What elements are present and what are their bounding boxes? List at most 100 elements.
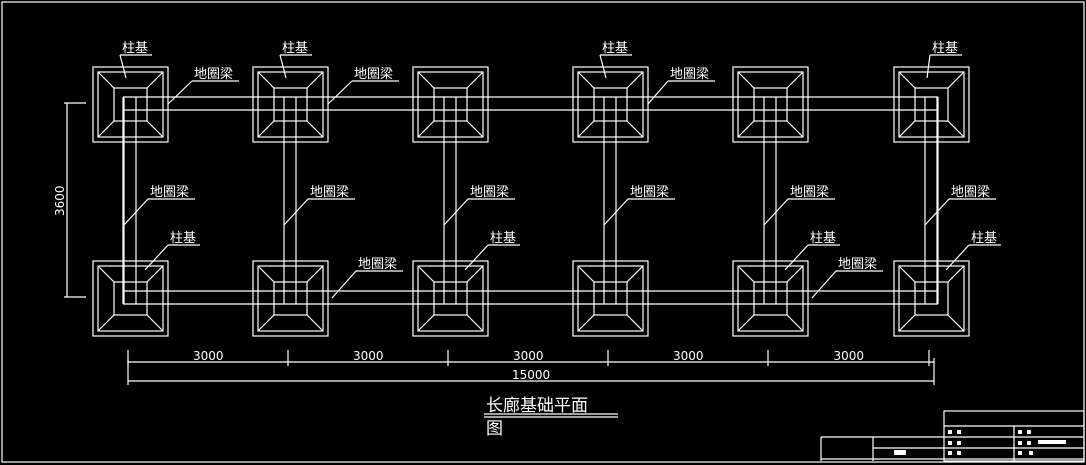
beam-label: 地圈梁	[811, 257, 883, 299]
footing-outer	[92, 66, 169, 143]
dim-vertical-text: 3600	[53, 185, 67, 216]
title-block	[820, 410, 1085, 462]
column-footing	[92, 66, 169, 143]
footing-slope-line	[306, 71, 324, 89]
footing-label: 柱基	[945, 231, 1001, 271]
footing-step	[737, 265, 804, 332]
footing-slope-line	[898, 71, 916, 89]
leader-line	[599, 54, 607, 79]
footing-slope-line	[577, 314, 595, 332]
beam-label: 地圈梁	[924, 185, 996, 226]
column-footing	[412, 260, 489, 337]
footing-pedestal	[593, 281, 628, 316]
footing-slope-line	[786, 71, 804, 89]
footing-slope-line	[466, 71, 484, 89]
beam-label-text: 地圈梁	[150, 185, 189, 200]
footing-slope-line	[97, 120, 115, 138]
leader-line	[144, 244, 169, 271]
footing-slope-line	[577, 71, 595, 89]
footing-step	[257, 265, 324, 332]
leader-line	[926, 54, 931, 79]
footing-outer	[252, 66, 329, 143]
footing-slope-line	[626, 314, 644, 332]
footing-pedestal	[593, 87, 628, 122]
footing-slope-line	[737, 265, 755, 283]
footing-label-text: 柱基	[170, 231, 196, 246]
footing-slope-line	[466, 265, 484, 283]
footing-slope-line	[146, 314, 164, 332]
leader-line	[945, 244, 970, 271]
leader-line	[647, 80, 669, 105]
footing-slope-line	[947, 314, 965, 332]
leader-line	[331, 270, 357, 299]
column-footing	[893, 260, 970, 337]
footing-slope-line	[417, 120, 435, 138]
ground-beams	[122, 96, 939, 305]
footing-step	[97, 71, 164, 138]
leader-line	[123, 198, 149, 226]
footing-label-text: 柱基	[602, 41, 628, 56]
leader-line	[811, 270, 837, 299]
footing-pedestal	[753, 87, 788, 122]
footing-slope-line	[257, 71, 275, 89]
footing-slope-line	[737, 314, 755, 332]
footing-pedestal	[273, 281, 308, 316]
footing-slope-line	[898, 314, 916, 332]
footing-pedestal	[914, 87, 949, 122]
footing-outer	[732, 260, 809, 337]
beam-label: 地圈梁	[331, 257, 403, 299]
leader-line	[784, 244, 809, 271]
column-footing	[92, 260, 169, 337]
beam-label-text: 地圈梁	[354, 67, 393, 82]
footing-outer	[412, 66, 489, 143]
footing-label: 柱基	[784, 231, 840, 271]
beam-label: 地圈梁	[443, 185, 515, 226]
footing-slope-line	[947, 120, 965, 138]
leader-labels: 柱基柱基柱基柱基地圈梁地圈梁地圈梁地圈梁地圈梁地圈梁地圈梁地圈梁地圈梁柱基柱基柱…	[119, 41, 1001, 299]
leader-line	[167, 80, 193, 105]
dim-span-text: 3000	[834, 349, 865, 363]
column-footing	[732, 66, 809, 143]
footing-outer	[732, 66, 809, 143]
footing-label-text: 柱基	[971, 231, 997, 246]
beam-label: 地圈梁	[603, 185, 675, 226]
footing-slope-line	[947, 71, 965, 89]
footing-slope-line	[577, 120, 595, 138]
footing-pedestal	[433, 281, 468, 316]
footing-pedestal	[753, 281, 788, 316]
footing-step	[898, 265, 965, 332]
footing-slope-line	[577, 265, 595, 283]
footing-slope-line	[466, 120, 484, 138]
column-footing	[252, 66, 329, 143]
footing-slope-line	[306, 314, 324, 332]
footing-slope-line	[417, 265, 435, 283]
dim-span-text: 3000	[193, 349, 224, 363]
beam-label-text: 地圈梁	[790, 185, 829, 200]
footing-slope-line	[898, 120, 916, 138]
footing-slope-line	[786, 265, 804, 283]
column-footing	[412, 66, 489, 143]
footing-slope-line	[626, 71, 644, 89]
beam-label-text: 地圈梁	[358, 257, 397, 272]
footing-slope-line	[257, 265, 275, 283]
beam-label-text: 地圈梁	[838, 257, 877, 272]
footing-label-text: 柱基	[490, 231, 516, 246]
leader-line	[119, 54, 127, 79]
leader-line	[327, 80, 353, 105]
footing-outer	[572, 260, 649, 337]
beam-label: 地圈梁	[327, 67, 399, 105]
footing-slope-line	[737, 71, 755, 89]
footing-slope-line	[97, 265, 115, 283]
footing-label-text: 柱基	[122, 41, 148, 56]
beam-label-text: 地圈梁	[951, 185, 990, 200]
footing-slope-line	[786, 120, 804, 138]
beam-label-text: 地圈梁	[670, 67, 709, 82]
leader-line	[443, 198, 469, 226]
leader-line	[603, 198, 629, 226]
footing-step	[257, 71, 324, 138]
dim-span-text: 3000	[673, 349, 704, 363]
footing-slope-line	[737, 120, 755, 138]
dim-total-text: 15000	[512, 368, 550, 382]
footing-slope-line	[97, 71, 115, 89]
